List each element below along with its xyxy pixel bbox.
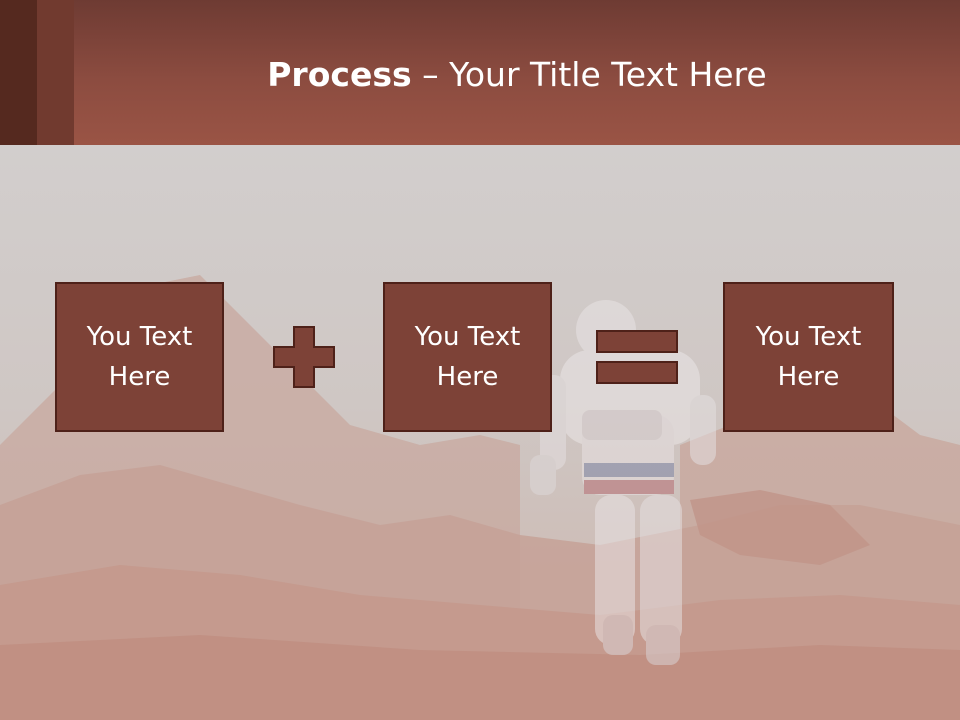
title-bar: Process – Your Title Text Here [0, 0, 960, 145]
process-step-1[interactable]: You Text Here [55, 282, 224, 432]
process-step-2[interactable]: You Text Here [383, 282, 552, 432]
slide-title[interactable]: Process – Your Title Text Here [74, 50, 960, 100]
slide-title-rest: – Your Title Text Here [411, 55, 767, 94]
equals-icon [596, 330, 678, 384]
process-step-1-label: You Text Here [86, 322, 193, 392]
process-step-3-label: You Text Here [755, 322, 862, 392]
header-accent-mid [37, 0, 74, 145]
header-accent-dark [0, 0, 37, 145]
mars-astronaut-illustration [0, 275, 960, 720]
plus-icon [273, 326, 335, 388]
slide-title-bold: Process [267, 55, 412, 94]
process-step-2-label: You Text Here [414, 322, 521, 392]
background-image [0, 145, 960, 720]
process-step-3[interactable]: You Text Here [723, 282, 894, 432]
